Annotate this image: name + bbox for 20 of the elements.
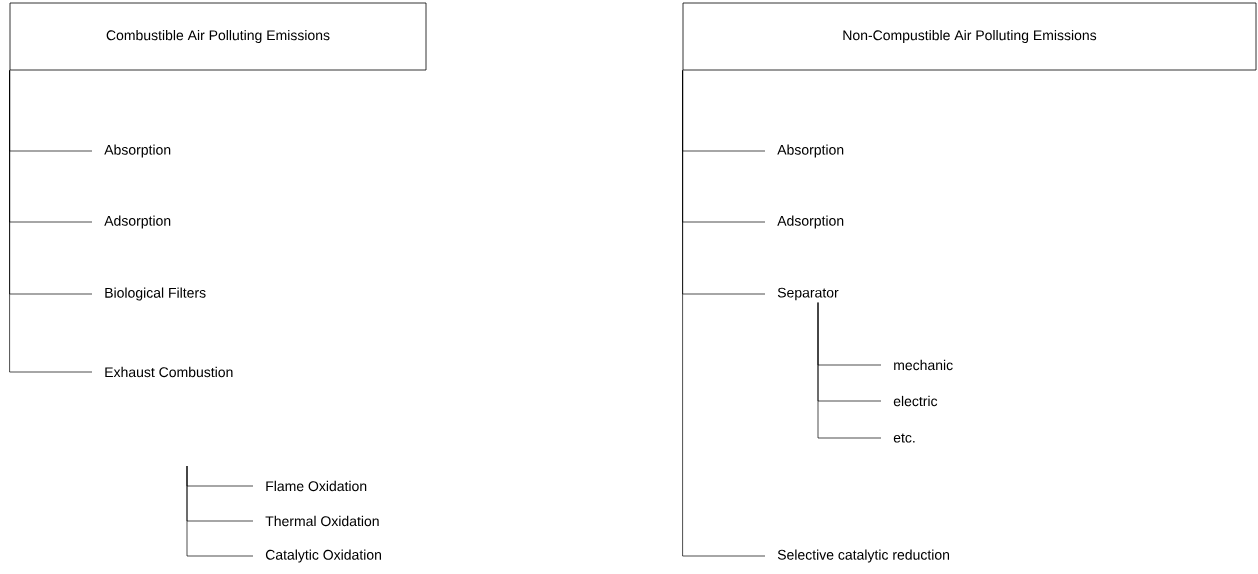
connector-line bbox=[682, 70, 766, 557]
item-label: etc. bbox=[893, 433, 915, 443]
item-label: Thermal Oxidation bbox=[265, 515, 379, 527]
item-label: electric bbox=[893, 395, 938, 407]
item-label: Flame Oxidation bbox=[266, 480, 367, 492]
item-label: Catalytic Oxidation bbox=[265, 549, 381, 563]
item-label: Biological Filters bbox=[105, 287, 206, 301]
item-label: Exhaust Combustion bbox=[105, 366, 233, 378]
item-label: Separator bbox=[777, 287, 839, 301]
connector-line bbox=[817, 302, 882, 439]
item-label: Absorption bbox=[104, 144, 171, 158]
header-box: Combustible Air Polluting Emissions bbox=[9, 2, 427, 71]
connector-line bbox=[186, 465, 254, 557]
item-label: mechanic bbox=[894, 359, 953, 371]
connector-line bbox=[9, 70, 93, 373]
header-box: Non-Compustible Air Polluting Emissions bbox=[682, 2, 1257, 71]
item-label: Selective catalytic reduction bbox=[777, 549, 950, 563]
item-label: Adsorption bbox=[104, 215, 171, 229]
item-label: Adsorption bbox=[777, 215, 844, 229]
item-label: Absorption bbox=[777, 144, 844, 158]
